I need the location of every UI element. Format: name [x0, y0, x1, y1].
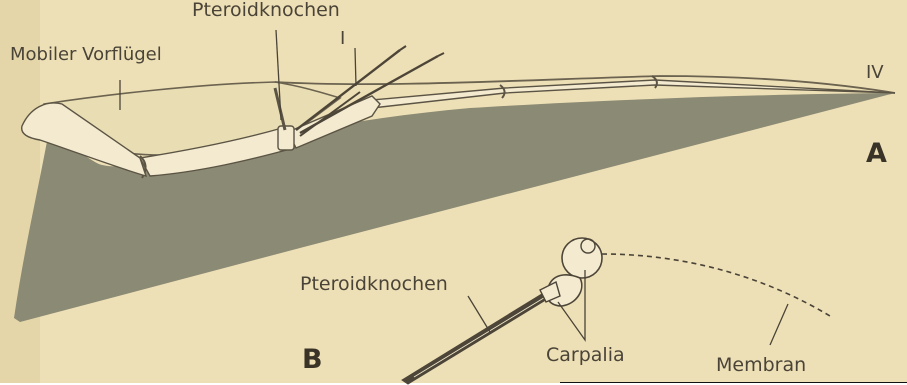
label-mobile-forewing: Mobiler Vorflügel: [10, 44, 162, 65]
label-pteroid-top: Pteroidknochen: [192, 0, 340, 21]
label-panel-b: B: [302, 344, 323, 375]
label-panel-a: A: [866, 138, 887, 169]
label-pteroid-bottom: Pteroidknochen: [300, 273, 448, 295]
label-digit-four: IV: [866, 62, 884, 83]
label-digit-one: I: [340, 28, 345, 49]
label-carpalia: Carpalia: [546, 344, 625, 366]
label-membrane: Membran: [716, 354, 806, 376]
